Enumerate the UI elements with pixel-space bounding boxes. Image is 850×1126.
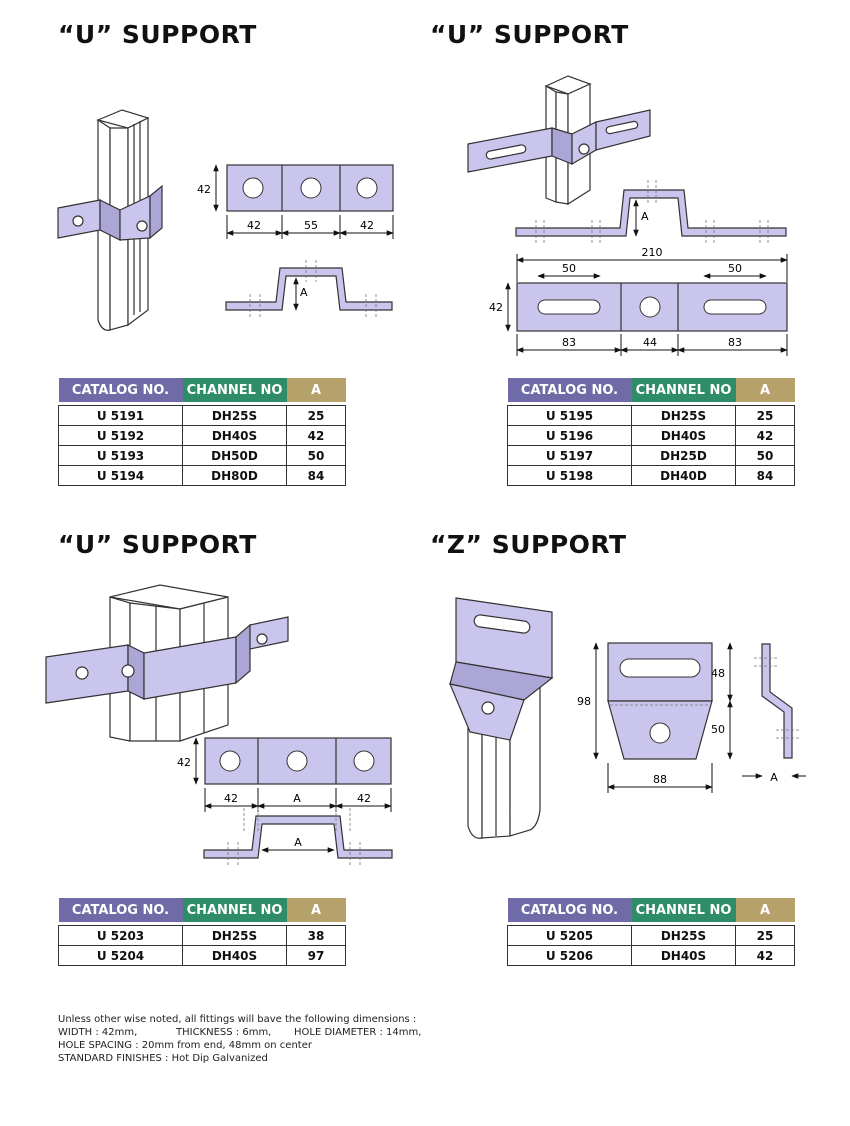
u-support-3-side-profile: A <box>203 808 393 866</box>
dim-left: 83 <box>562 336 576 349</box>
dim-middle: 55 <box>304 219 318 232</box>
z-support-plate-diagram: 98 48 50 88 <box>577 642 733 793</box>
header-a: A <box>735 378 795 402</box>
u-support-3-plate-diagram: 42 42 A 42 <box>177 737 392 812</box>
note-line-2: WIDTH : 42mm, THICKNESS : 6mm, HOLE DIAMET… <box>58 1026 421 1039</box>
u-support-2-plate-diagram: 210 50 50 42 83 44 83 <box>489 246 788 356</box>
z-support-side-profile: A <box>742 643 806 784</box>
section-title-z-support: “Z” SUPPORT <box>430 530 627 559</box>
dim-top: 48 <box>711 667 725 680</box>
section-title-u-support-1: “U” SUPPORT <box>58 20 257 49</box>
u-support-1-isometric <box>57 109 163 331</box>
dim-right: 42 <box>360 219 374 232</box>
dim-total: 210 <box>642 246 663 259</box>
header-channel: CHANNEL NO <box>182 378 287 402</box>
dim-height: 42 <box>197 183 211 196</box>
dim-slot-right: 50 <box>728 262 742 275</box>
dim-left: 42 <box>224 792 238 805</box>
note-line-1: Unless other wise noted, all fittings wi… <box>58 1014 417 1025</box>
dim-slot-left: 50 <box>562 262 576 275</box>
dimension-notes: Unless other wise noted, all fittings wi… <box>58 1013 421 1065</box>
u-support-2-isometric <box>467 75 651 206</box>
dim-right: 42 <box>357 792 371 805</box>
u-support-1-side-profile: A <box>225 260 393 318</box>
note-width: WIDTH : 42mm, <box>58 1027 138 1038</box>
note-finish: STANDARD FINISHES : Hot Dip Galvanized <box>58 1053 268 1064</box>
dim-width: 88 <box>653 773 667 786</box>
dim-a: A <box>300 286 308 299</box>
dim-left: 42 <box>247 219 261 232</box>
section-title-u-support-3: “U” SUPPORT <box>58 530 257 559</box>
header-channel: CHANNEL NO <box>631 378 736 402</box>
header-channel: CHANNEL NO <box>631 898 736 922</box>
header-a: A <box>735 898 795 922</box>
dim-right: 83 <box>728 336 742 349</box>
header-a: A <box>286 898 346 922</box>
u-support-2-side-profile: A <box>515 180 787 244</box>
dim-a: A <box>770 771 778 784</box>
dim-height: 42 <box>489 301 503 314</box>
dim-total: 98 <box>577 695 591 708</box>
dim-bottom: 50 <box>711 723 725 736</box>
dim-a: A <box>641 210 649 223</box>
header-channel: CHANNEL NO <box>182 898 287 922</box>
section-title-u-support-2: “U” SUPPORT <box>430 20 629 49</box>
header-catalog: CATALOG NO. <box>507 898 632 922</box>
dim-a: A <box>294 836 302 849</box>
dim-middle: 44 <box>643 336 657 349</box>
header-catalog: CATALOG NO. <box>58 898 183 922</box>
u-support-1-plate-diagram: 42 42 55 42 <box>197 164 394 239</box>
note-hole: HOLE DIAMETER : 14mm, <box>294 1027 422 1038</box>
note-spacing: HOLE SPACING : 20mm from end, 48mm on ce… <box>58 1040 312 1051</box>
header-catalog: CATALOG NO. <box>58 378 183 402</box>
u-support-3-isometric <box>45 584 289 742</box>
dim-height: 42 <box>177 756 191 769</box>
header-catalog: CATALOG NO. <box>507 378 632 402</box>
note-thickness: THICKNESS : 6mm, <box>176 1027 272 1038</box>
header-a: A <box>286 378 346 402</box>
z-support-isometric <box>449 597 554 839</box>
dim-middle: A <box>293 792 301 805</box>
